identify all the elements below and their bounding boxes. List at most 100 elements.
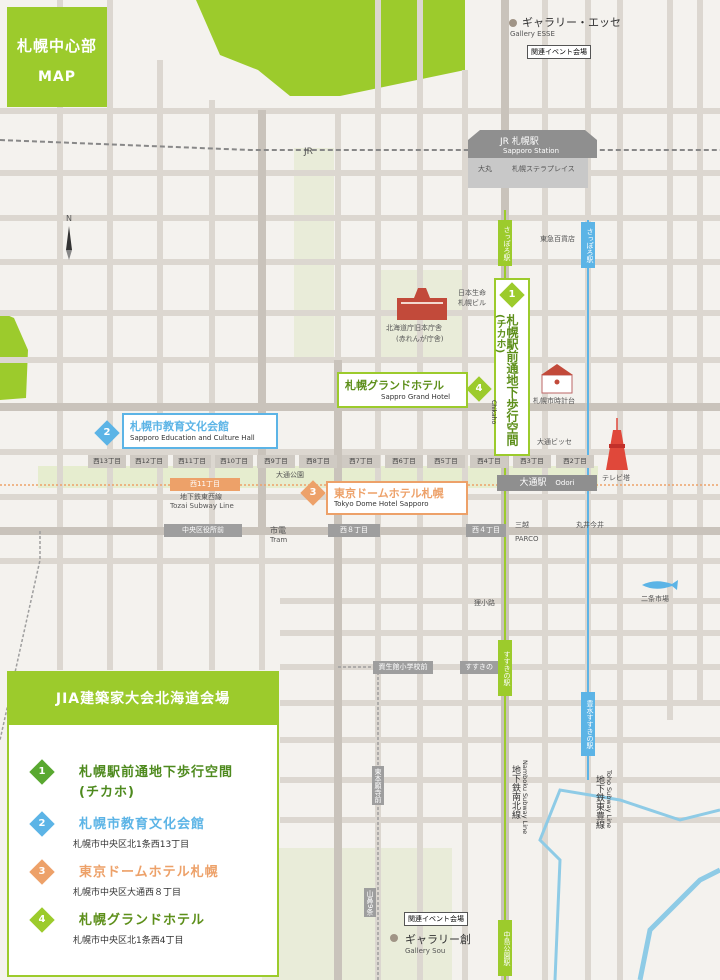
clock-tower-icon xyxy=(541,364,573,394)
tanukikoji-label: 狸小路 xyxy=(474,599,495,607)
tozai-en-label: Tozai Subway Line xyxy=(170,502,234,510)
legend-3-name: 東京ドームホテル札幌 xyxy=(79,865,219,880)
clock-label: 札幌市時計台 xyxy=(533,397,575,405)
jr-label: JR xyxy=(304,147,313,157)
venue-3-tokyo-dome-hotel[interactable]: 東京ドームホテル札幌 Tokyo Dome Hotel Sapporo xyxy=(326,481,468,515)
map-title-line2: MAP xyxy=(37,69,77,85)
venue-4-badge: 4 xyxy=(466,376,492,402)
venue-1-number: 1 xyxy=(508,289,516,300)
legend-2-address: 札幌市中央区北1条西13丁目 xyxy=(73,840,190,850)
susukino-station[interactable]: すすきの駅 xyxy=(498,640,512,696)
legend-heading: JIA建築家大会北海道会場 xyxy=(9,673,277,725)
gallery-sou-tag: 関連イベント会場 xyxy=(404,912,468,926)
venue-4-grand-hotel[interactable]: 札幌グランドホテル Sappro Grand Hotel xyxy=(337,372,468,408)
botanical-garden xyxy=(294,148,334,360)
street-chip: 西7丁目 xyxy=(342,455,380,468)
susukino-tram-stop[interactable]: すすきの xyxy=(460,661,498,674)
nijo-label: 二条市場 xyxy=(641,595,669,603)
street-chip: 西13丁目 xyxy=(88,455,126,468)
legend-panel: JIA建築家大会北海道会場 1 札幌駅前通地下歩行空間 (チカホ) 2 札幌市教… xyxy=(7,671,279,977)
venue-2-en: Sapporo Education and Culture Hall xyxy=(130,434,255,442)
jr-station-building xyxy=(468,130,597,158)
venue-3-number: 3 xyxy=(309,487,317,498)
street-chip: 西3丁目 xyxy=(513,455,551,468)
nishi8-stop[interactable]: 西８丁目 xyxy=(328,524,380,537)
venue-3-en: Tokyo Dome Hotel Sapporo xyxy=(334,500,429,508)
venue-4-en: Sappro Grand Hotel xyxy=(381,393,451,401)
legend-4-number: 4 xyxy=(38,914,46,925)
legend-2-badge: 2 xyxy=(29,811,55,837)
tv-tower-label: テレビ塔 xyxy=(602,474,630,482)
legend-1-sub: (チカホ) xyxy=(79,785,135,800)
nishi11-station[interactable]: 西11丁目 xyxy=(170,478,240,491)
street-chip: 西9丁目 xyxy=(257,455,295,468)
nissei-label: 日本生命 札幌ビル xyxy=(458,289,486,307)
gallery-esse-name: ギャラリー・エッセ xyxy=(522,16,621,29)
venue-1-chikaho[interactable]: 1 札幌駅前通地下歩行空間 (チカホ) xyxy=(494,278,530,456)
toho-label: 地下鉄東豊線 xyxy=(594,775,604,829)
chuokuyakushomae-stop[interactable]: 中央区役所前 xyxy=(164,524,242,537)
park-area xyxy=(196,0,465,96)
nishi4-stop[interactable]: 西４丁目 xyxy=(466,524,506,537)
legend-4-address: 札幌市中央区北1条西4丁目 xyxy=(73,936,184,946)
shiseikan-stop[interactable]: 資生館小学校前 xyxy=(373,661,433,674)
higashi-honganji-stop[interactable]: 東本願寺前 xyxy=(372,766,384,805)
namboku-label: 地下鉄南北線 xyxy=(510,765,520,819)
sapporo-namboku-station[interactable]: さっぽろ駅 xyxy=(498,220,512,266)
akarenga-icon xyxy=(397,288,447,320)
street-chip: 西10丁目 xyxy=(215,455,253,468)
tv-tower-icon xyxy=(606,418,628,470)
akarenga-sub-label: (赤れんが庁舎) xyxy=(396,335,444,343)
yamahana9-stop[interactable]: 山鼻9条 xyxy=(364,888,376,918)
hosui-susukino-station[interactable]: 豊水すすきの駅 xyxy=(581,692,595,756)
venue-3-badge: 3 xyxy=(300,480,326,506)
street-chip: 西6丁目 xyxy=(385,455,423,468)
north-arrow-icon xyxy=(66,226,72,260)
nakajima-station[interactable]: 中島公園駅 xyxy=(498,920,512,976)
stellar-label: 札幌ステラプレイス xyxy=(512,165,575,173)
odori-station-name: 大通駅 xyxy=(519,478,547,488)
toho-en-label: Toho Subway Line xyxy=(605,770,613,829)
legend-2-number: 2 xyxy=(38,818,46,829)
street-chip: 西8丁目 xyxy=(299,455,337,468)
fish-icon xyxy=(642,580,678,590)
legend-1-badge: 1 xyxy=(29,759,55,785)
venue-1-name: 札幌駅前通地下歩行空間 xyxy=(505,314,519,446)
namboku-en-label: Namboku Subway Line xyxy=(521,760,529,835)
venue-1-en: Chikaho xyxy=(490,400,497,425)
tram-label: 市電 xyxy=(270,526,286,535)
north-label: N xyxy=(66,214,72,223)
street-chip: 西2丁目 xyxy=(556,455,594,468)
odori-park-label: 大通公園 xyxy=(276,471,304,479)
gallery-sou-name: ギャラリー創 xyxy=(405,933,471,946)
legend-3-address: 札幌市中央区大通西８丁目 xyxy=(73,888,182,898)
odori-station[interactable]: 大通駅 Odori xyxy=(497,475,597,491)
jr-line xyxy=(0,139,720,151)
legend-3-badge: 3 xyxy=(29,859,55,885)
marui-label: 丸井今井 xyxy=(576,521,604,529)
venue-2-education-hall[interactable]: 札幌市教育文化会館 Sapporo Education and Culture … xyxy=(122,413,278,449)
gallery-sou-en: Gallery Sou xyxy=(405,947,446,955)
street-chip: 西4丁目 xyxy=(470,455,508,468)
legend-1-name: 札幌駅前通地下歩行空間 xyxy=(79,765,234,780)
legend-3-number: 3 xyxy=(38,866,46,877)
tozai-label: 地下鉄東西線 xyxy=(180,493,222,501)
venue-2-number: 2 xyxy=(103,427,111,438)
legend-4-name: 札幌グランドホテル xyxy=(79,913,206,928)
venue-2-badge: 2 xyxy=(94,420,120,446)
mitsukoshi-label: 三越 xyxy=(515,521,529,529)
legend-2-name: 札幌市教育文化会館 xyxy=(79,817,206,832)
map-title: 札幌中心部 MAP xyxy=(7,7,107,107)
jr-station-name: JR 札幌駅 xyxy=(500,137,539,147)
venue-2-name: 札幌市教育文化会館 xyxy=(130,420,229,433)
parco-label: PARCO xyxy=(515,535,539,543)
jr-station-en: Sapporo Station xyxy=(503,147,560,155)
venue-1-badge: 1 xyxy=(499,282,525,308)
tokyu-label: 東急百貨店 xyxy=(540,235,575,243)
street-chip: 西5丁目 xyxy=(427,455,465,468)
street-chip: 西12丁目 xyxy=(130,455,168,468)
sapporo-toho-station[interactable]: さっぽろ駅 xyxy=(581,222,595,268)
gallery-esse-en: Gallery ESSE xyxy=(510,30,555,38)
akarenga-label: 北海道庁旧本庁舎 xyxy=(386,324,442,332)
